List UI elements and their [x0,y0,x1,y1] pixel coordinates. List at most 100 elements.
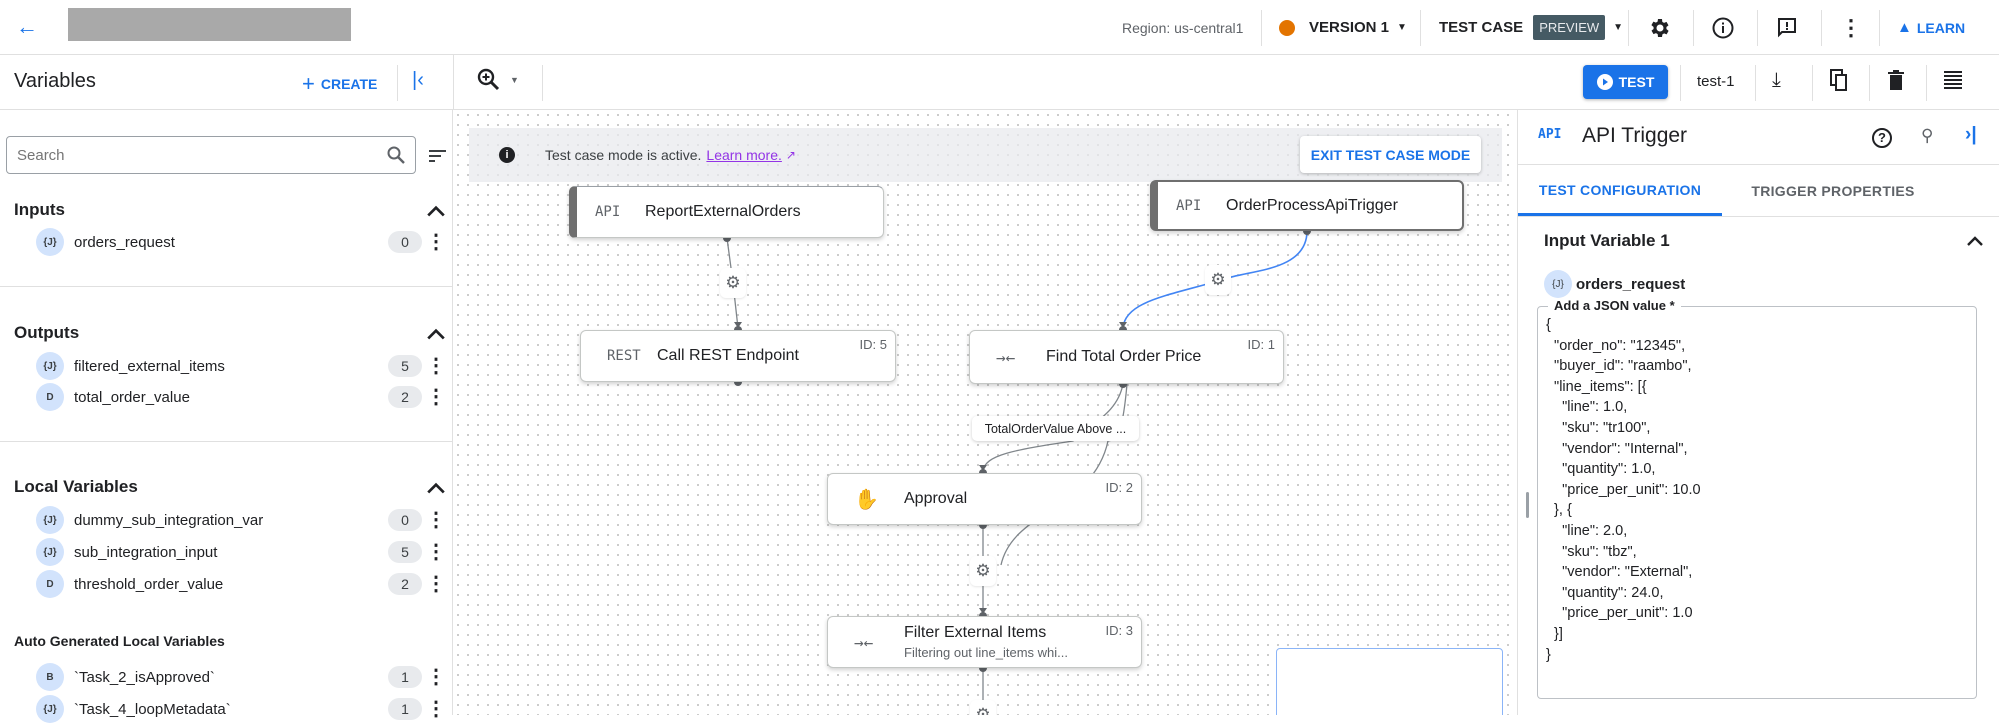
download-icon[interactable]: ⤓ [1772,69,1781,91]
list-icon[interactable] [1944,71,1962,94]
close-panel-icon[interactable]: ›| [1965,124,1977,145]
pin-icon[interactable]: ⚲ [1921,126,1934,145]
chevron-up-icon[interactable] [426,324,446,344]
variable-name: orders_request [1576,275,1686,293]
data-mapping-icon: →← [996,347,1016,367]
node-subtitle: Filtering out line_items whi... [904,645,1069,660]
delete-icon[interactable] [1888,70,1904,95]
more-vert-icon[interactable]: ⋮ [1840,15,1862,40]
variable-item[interactable]: {J} dummy_sub_integration_var 0⋮ [36,506,446,534]
filter-sort-icon[interactable] [429,150,446,162]
settings-icon[interactable] [1643,12,1675,44]
chevron-up-icon[interactable] [426,201,446,221]
version-dropdown[interactable]: VERSION 1 ▼ [1279,0,1407,55]
node-find-total-order-price[interactable]: →← Find Total Order Price ID: 1 [969,330,1284,384]
info-icon[interactable] [1707,12,1739,44]
learn-more-link[interactable]: Learn more. [706,147,782,163]
divider [1879,10,1880,46]
banner-text: Test case mode is active. [545,147,702,163]
more-vert-icon[interactable]: ⋮ [426,698,446,720]
variable-type-icon: {J} [36,506,64,534]
variable-name: dummy_sub_integration_var [74,511,264,529]
chevron-up-icon[interactable] [426,478,446,498]
school-icon: ▲ [1897,19,1912,36]
chevron-up-icon[interactable] [1966,235,1984,247]
back-arrow-icon[interactable]: ← [16,14,38,39]
learn-label: LEARN [1916,19,1966,36]
divider [0,286,453,287]
panel-resize-handle[interactable] [1526,492,1529,518]
edge-settings-gear-icon[interactable]: ⚙ [1205,265,1231,295]
variable-type-icon: D [36,570,64,598]
test-button[interactable]: TEST [1583,65,1668,99]
search-input[interactable] [7,137,367,173]
app-header: ← Region: us-central1 VERSION 1 ▼ TEST C… [0,0,1999,55]
more-vert-icon[interactable]: ⋮ [426,666,446,688]
variable-type-icon: {J} [36,695,64,723]
integration-canvas[interactable]: i Test case mode is active. Learn more. … [453,110,1517,715]
test-case-label: TEST CASE [1439,19,1524,36]
variable-name: total_order_value [74,388,190,406]
tab-test-configuration[interactable]: TEST CONFIGURATION [1518,166,1722,216]
more-vert-icon[interactable]: ⋮ [426,541,446,563]
search-icon[interactable] [387,146,405,164]
node-approval[interactable]: ✋ Approval ID: 2 [827,473,1142,525]
panel-title: API Trigger [1582,124,1688,147]
node-filter-external-items[interactable]: →← Filter External Items Filtering out l… [827,616,1142,668]
help-icon[interactable]: ? [1872,128,1892,148]
feedback-icon[interactable] [1771,12,1803,44]
variable-name: threshold_order_value [74,575,224,593]
node-id: ID: 2 [1105,480,1133,495]
more-vert-icon[interactable]: ⋮ [426,509,446,531]
preview-badge: PREVIEW [1533,15,1606,40]
node-report-external-orders[interactable]: API ReportExternalOrders [569,186,884,238]
create-variable-button[interactable]: + CREATE [302,71,377,97]
integration-name-redacted [68,8,351,41]
more-vert-icon[interactable]: ⋮ [426,386,446,408]
edge-settings-gear-icon[interactable]: ⚙ [970,556,996,586]
variable-type-icon: {J} [36,538,64,566]
test-case-dropdown[interactable]: TEST CASE PREVIEW ▼ [1439,0,1623,55]
tab-trigger-properties[interactable]: TRIGGER PROPERTIES [1751,183,1915,199]
node-title: Find Total Order Price [1046,348,1202,365]
variable-type-icon: B [36,663,64,691]
node-id: ID: 5 [859,337,887,352]
node-title: Call REST Endpoint [657,347,799,364]
usage-count-badge: 5 [388,355,422,377]
copy-icon[interactable] [1830,69,1848,96]
search-field[interactable] [6,136,416,174]
edge-settings-gear-icon[interactable]: ⚙ [720,268,746,298]
json-value-textarea[interactable]: { "order_no": "12345", "buyer_id": "raam… [1537,306,1977,699]
section-title-local-variables: Local Variables [14,477,138,496]
divider [1628,10,1629,46]
node-order-process-api-trigger[interactable]: API OrderProcessApiTrigger [1150,180,1464,231]
variable-type-icon: D [36,383,64,411]
edge-condition-label[interactable]: TotalOrderValue Above ... [972,416,1139,441]
node-title: Filter External Items [904,624,1047,641]
node-call-rest-endpoint[interactable]: REST Call REST Endpoint ID: 5 [580,330,896,382]
edge-settings-gear-icon[interactable]: ⚙ [970,700,996,715]
divider [453,55,454,110]
usage-count-badge: 0 [388,509,422,531]
more-vert-icon[interactable]: ⋮ [426,573,446,595]
learn-button[interactable]: ▲ LEARN [1897,0,1965,55]
test-case-name[interactable]: test-1 [1697,73,1735,90]
collapse-panel-icon[interactable]: |‹ [412,69,424,91]
variables-panel: Inputs{J}orders_request0⋮Outputs{J}filte… [0,110,453,723]
edge-find-to-approval [982,383,1124,472]
variable-item[interactable]: B`Task_2_isApproved`1⋮ [36,663,446,691]
variable-name: sub_integration_input [74,543,218,561]
minimap[interactable] [1276,648,1503,715]
hand-icon: ✋ [854,487,879,511]
more-vert-icon[interactable]: ⋮ [426,355,446,377]
exit-test-case-mode-button[interactable]: EXIT TEST CASE MODE [1300,136,1481,173]
zoom-dropdown[interactable]: ▼ [476,67,519,93]
more-vert-icon[interactable]: ⋮ [426,231,446,253]
node-title: OrderProcessApiTrigger [1226,197,1398,214]
variable-item[interactable]: {J}`Task_4_loopMetadata`1⋮ [36,695,446,723]
